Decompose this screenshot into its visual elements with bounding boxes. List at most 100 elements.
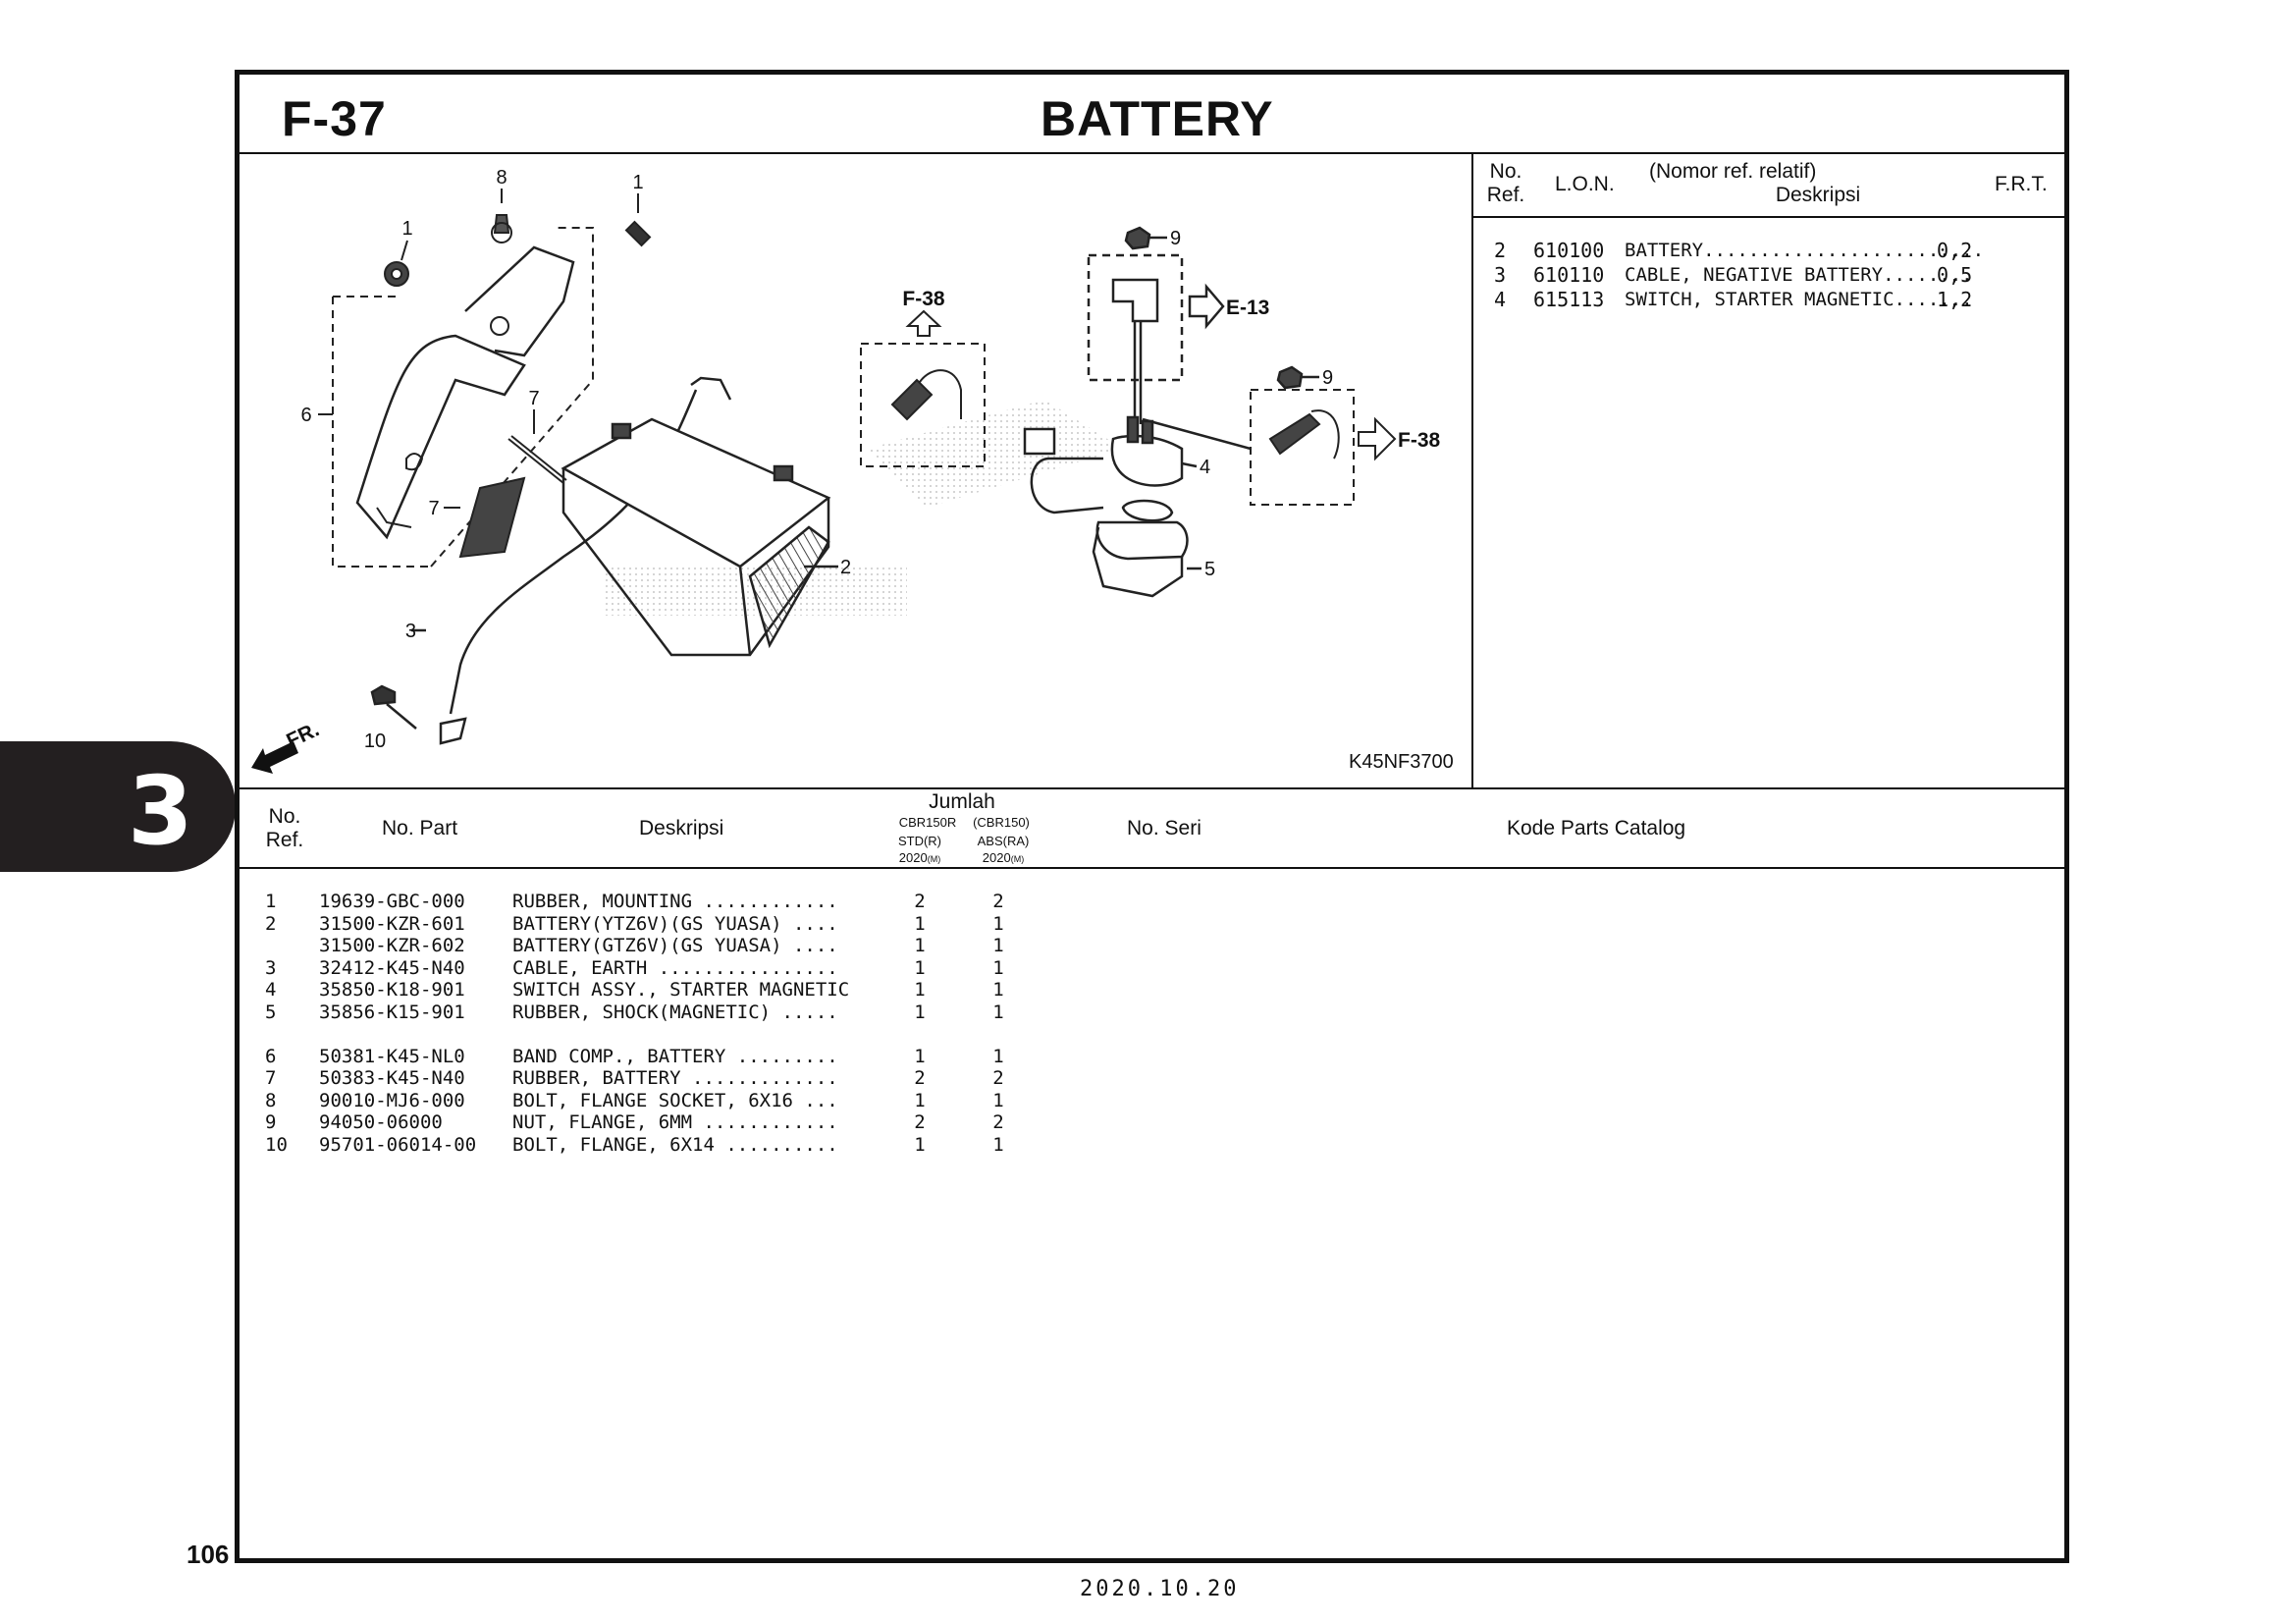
p-abs-cell: 2 (992, 1111, 1004, 1133)
frt-val-cell: 1,2 (1937, 288, 1973, 311)
p-no-cell: 50381-K45-NL0 (319, 1045, 465, 1067)
p-abs-cell: 1 (992, 935, 1004, 956)
callout-5: 5 (1204, 559, 1215, 580)
parts-header-year-abs: 2020(M) (964, 850, 1042, 867)
p-abs-cell: 1 (992, 1045, 1004, 1067)
table-row: 10 95701-06014-00 BOLT, FLANGE, 6X14 .....… (265, 1134, 1038, 1157)
print-date: 2020.10.20 (1080, 1577, 1240, 1601)
p-no-cell: 35856-K15-901 (319, 1001, 465, 1023)
p-no-cell: 94050-06000 (319, 1111, 443, 1133)
p-no-cell: 95701-06014-00 (319, 1133, 477, 1156)
p-abs-cell: 1 (992, 1001, 1004, 1023)
table-row: 8 90010-MJ6-000 BOLT, FLANGE SOCKET, 6X16 … (265, 1090, 1038, 1112)
p-no-cell (319, 1023, 512, 1046)
p-std-cell: 1 (914, 1089, 926, 1111)
p-desc-cell (512, 1023, 881, 1046)
p-std-cell: 2 (914, 1067, 926, 1089)
chapter-number: 3 (128, 756, 193, 866)
xref-box-f38-right (1250, 389, 1397, 506)
p-no-cell: 31500-KZR-602 (319, 935, 465, 956)
callout-7-lower: 7 (428, 498, 439, 519)
xref-f38-upper: F-38 (902, 288, 945, 310)
parts-header-model-abs: (CBR150) (973, 815, 1030, 830)
illustration-code: K45NF3700 (1349, 751, 1454, 773)
p-desc-cell: BATTERY(GTZ6V)(GS YUASA) .... (512, 935, 838, 956)
p-no-cell: 31500-KZR-601 (319, 912, 465, 935)
p-abs-cell: 1 (992, 1133, 1004, 1156)
p-desc-cell: BOLT, FLANGE SOCKET, 6X16 ... (512, 1089, 838, 1111)
p-ref-cell: 10 (265, 1133, 288, 1156)
callout-7-upper: 7 (528, 388, 539, 409)
year-std-suffix: (M) (927, 854, 941, 864)
callout-6: 6 (300, 405, 311, 426)
callout-9-upper: 9 (1170, 228, 1181, 249)
p-ref-cell: 3 (265, 956, 277, 979)
callout-3: 3 (405, 621, 416, 642)
frt-ref-cell: 3 (1494, 263, 1507, 287)
title-rule (238, 152, 2066, 154)
frt-lon-cell: 610100 (1533, 239, 1605, 262)
callout-9-lower: 9 (1322, 367, 1333, 389)
p-abs-cell: 1 (992, 956, 1004, 979)
callout-4: 4 (1200, 457, 1210, 478)
year-abs-suffix: (M) (1010, 854, 1025, 864)
frt-ref-cell: 4 (1494, 288, 1507, 311)
frt-header-desc-line2: Deskripsi (1775, 184, 1861, 206)
p-desc-cell: RUBBER, MOUNTING ............ (512, 891, 838, 912)
p-std-cell: 1 (914, 935, 926, 956)
page-number: 106 (187, 1540, 230, 1569)
front-direction-arrow (251, 741, 298, 774)
p-desc-cell: SWITCH ASSY., STARTER MAGNETIC (512, 979, 850, 1001)
p-abs-cell: 2 (992, 891, 1004, 912)
p-std-cell: 1 (914, 979, 926, 1001)
p-std-cell: 1 (914, 1001, 926, 1023)
page-title: BATTERY (1041, 91, 1274, 146)
p-ref-cell: 9 (265, 1111, 277, 1133)
parts-header-ref-line1: No. (268, 805, 301, 828)
page-frame (235, 70, 2069, 1563)
p-desc-cell: RUBBER, SHOCK(MAGNETIC) ..... (512, 1001, 838, 1023)
parts-header-ref-line2: Ref. (265, 829, 304, 851)
p-no-cell: 90010-MJ6-000 (319, 1089, 465, 1111)
year-abs: 2020 (982, 850, 1011, 865)
callout-10: 10 (364, 731, 386, 752)
frt-val-cell: 0,5 (1937, 263, 1973, 287)
xref-e13: E-13 (1226, 297, 1269, 319)
p-std-cell: 1 (914, 912, 926, 935)
p-ref-cell: 5 (265, 1001, 277, 1023)
p-no-cell: 35850-K18-901 (319, 979, 465, 1001)
p-ref-cell (265, 1023, 319, 1046)
rubber-shock (1092, 499, 1201, 598)
callout-1-upper: 1 (632, 172, 643, 193)
frt-header-desc: (Nomor ref. relatif) Deskripsi (1649, 160, 1987, 207)
p-desc-cell: NUT, FLANGE, 6MM ............ (512, 1111, 838, 1133)
parts-header-part-no: No. Part (382, 817, 458, 839)
xref-box-f38-upper (860, 309, 986, 467)
year-std: 2020 (898, 850, 928, 865)
parts-header-rule (238, 867, 2066, 869)
p-no-cell: 50383-K45-N40 (319, 1067, 465, 1089)
chapter-tab (0, 741, 236, 872)
p-abs-cell: 1 (992, 1089, 1004, 1111)
frt-header-frt: F.R.T. (1995, 173, 2048, 195)
p-ref-cell: 8 (265, 1089, 277, 1111)
p-std-cell: 1 (914, 956, 926, 979)
frt-ref-cell: 2 (1494, 239, 1507, 262)
parts-header-type-std: STD(R) (897, 834, 942, 848)
frt-desc-cell: SWITCH, STARTER MAGNETIC....... (1625, 289, 1973, 310)
frt-val-cell: 0,2 (1937, 239, 1973, 262)
callout-1-left: 1 (401, 218, 412, 240)
parts-header-qty: Jumlah (929, 790, 995, 813)
parts-header-year-std: 2020(M) (881, 850, 959, 867)
p-desc-cell: BOLT, FLANGE, 6X14 .......... (512, 1133, 838, 1156)
p-std-cell: 2 (914, 891, 926, 912)
p-abs-cell (959, 1023, 1038, 1046)
